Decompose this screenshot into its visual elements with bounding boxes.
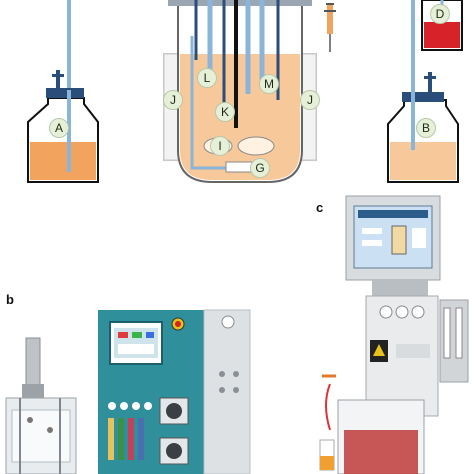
label-g: G [250, 158, 270, 178]
label-m: M [259, 74, 279, 94]
label-b: B [416, 118, 436, 138]
bottle-b [387, 0, 459, 183]
control-unit [98, 309, 251, 474]
reactor-vessel [168, 0, 312, 183]
label-k: K [215, 102, 235, 122]
bottle-a [27, 0, 99, 183]
label-i: I [210, 136, 230, 156]
syringe-icon [324, 3, 336, 52]
label-j-left: J [163, 90, 183, 110]
panel-label-b: b [6, 292, 14, 307]
label-j-right: J [300, 90, 320, 110]
label-a: A [49, 118, 69, 138]
bench-bioreactor [319, 195, 469, 474]
label-d: D [430, 4, 450, 24]
small-bioreactor [5, 337, 77, 474]
panel-label-c: c [316, 200, 324, 215]
label-l: L [197, 68, 217, 88]
